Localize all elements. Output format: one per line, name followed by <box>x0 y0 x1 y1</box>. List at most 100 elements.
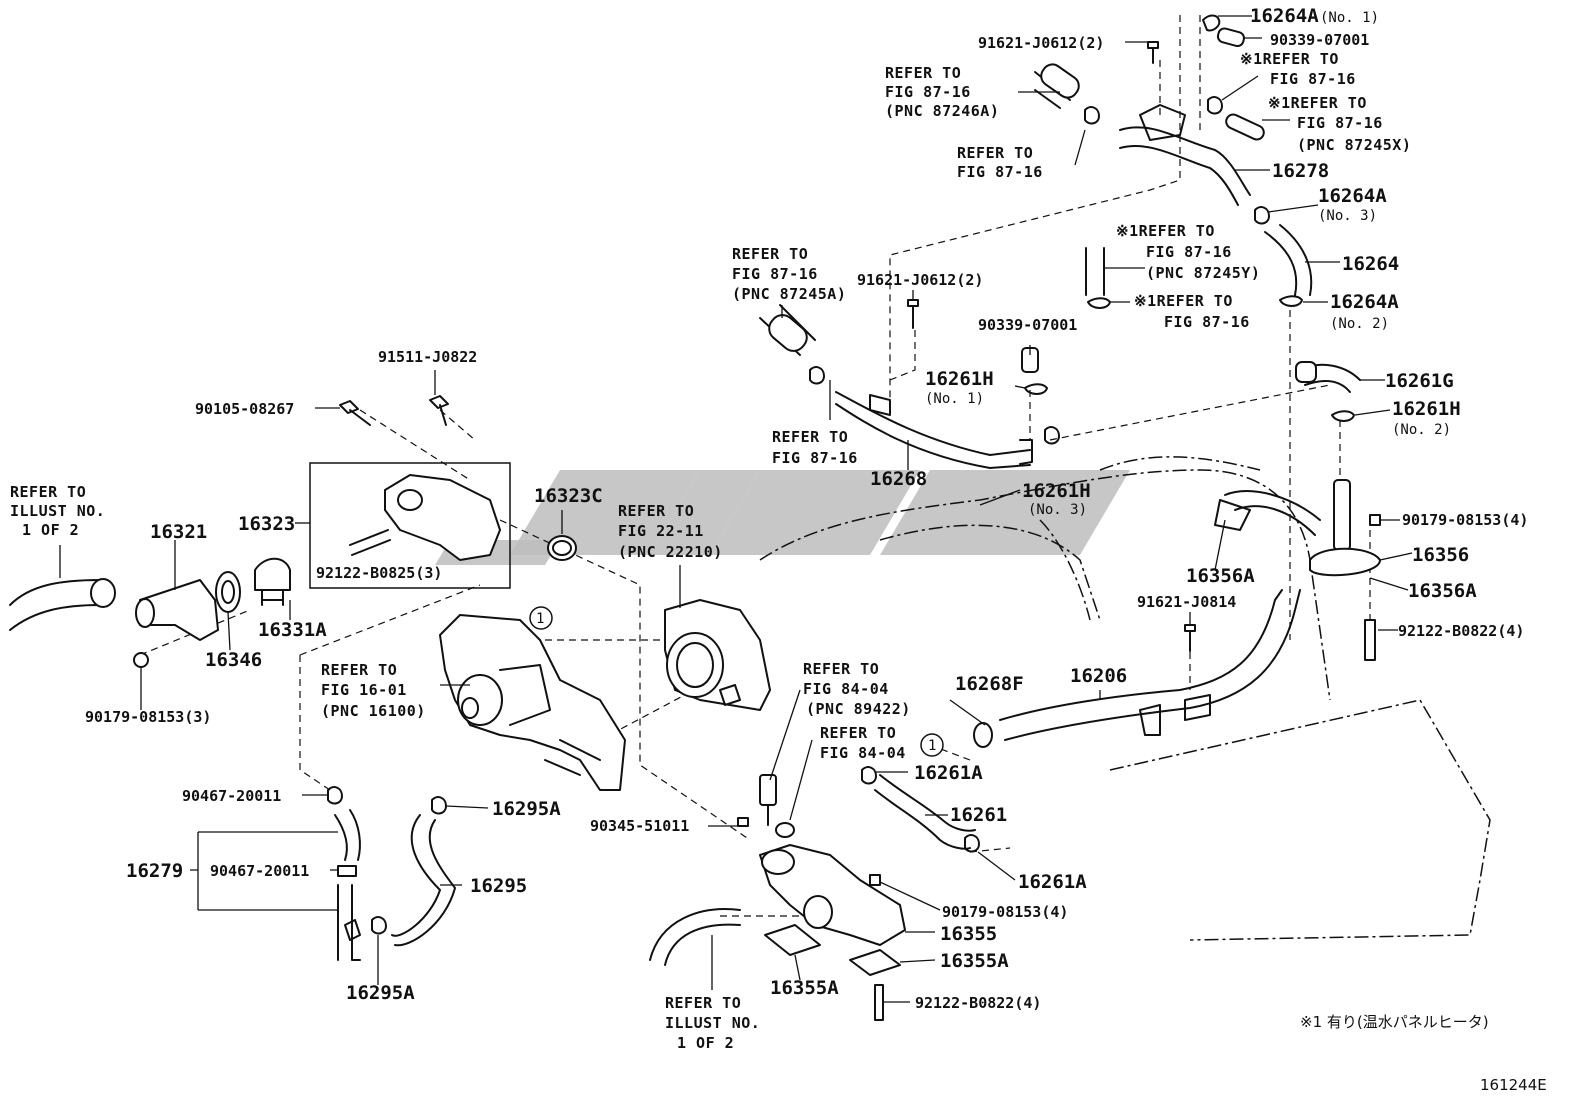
ref-x1-d-l2: FIG 87-16 <box>1164 313 1250 331</box>
ref-87245A-l1: REFER TO <box>732 245 808 263</box>
label-90345: 90345-51011 <box>590 817 689 835</box>
label-16264A-no1: 16264A <box>1250 5 1319 27</box>
ref-87246A-l3: (PNC 87246A) <box>885 102 999 120</box>
label-16355A-right: 16355A <box>940 950 1009 972</box>
ref-illust1-l1: REFER TO <box>10 483 86 501</box>
ref-1601-l1: REFER TO <box>321 661 397 679</box>
label-16355: 16355 <box>940 923 997 945</box>
label-92122-box: 92122-B0825(3) <box>316 564 442 582</box>
label-16331A: 16331A <box>258 619 327 641</box>
ref-illust2-l2: ILLUST NO. <box>665 1014 760 1032</box>
label-16295: 16295 <box>470 875 527 897</box>
label-16261H-no2-sub: (No. 2) <box>1392 422 1451 438</box>
ref-1601-l3: (PNC 16100) <box>321 702 426 720</box>
label-92122-bottom: 92122-B0822(4) <box>915 994 1041 1012</box>
ref-circle-1 <box>529 606 553 630</box>
pipe-16206 <box>973 589 1301 748</box>
ref-8404b-l1: REFER TO <box>820 724 896 742</box>
label-91621-mid: 91621-J0612(2) <box>857 271 983 289</box>
hoses-center <box>861 766 980 853</box>
label-16264A-no1-sub: (No. 1) <box>1320 10 1379 26</box>
label-16261H-no1: 16261H <box>925 368 994 390</box>
label-90179-bottom: 90179-08153(4) <box>942 903 1068 921</box>
parts-top <box>1021 14 1313 395</box>
ref-8716-a-l2: FIG 87-16 <box>957 163 1043 181</box>
parts-right <box>1184 361 1381 661</box>
part-labels: 16264A (No. 1) 90339-07001 91621-J0612(2… <box>10 5 1528 1052</box>
label-16264A-no3-sub: (No. 3) <box>1318 208 1377 224</box>
throttle-body <box>664 599 771 711</box>
ref-8404a-l2: FIG 84-04 <box>803 680 889 698</box>
label-16356A-upper: 16356A <box>1186 565 1255 587</box>
hoses-left <box>327 786 456 961</box>
label-16261G: 16261G <box>1385 370 1454 392</box>
ref-illust1-l2: ILLUST NO. <box>10 502 105 520</box>
label-16264A-no2-sub: (No. 2) <box>1330 316 1389 332</box>
water-pump <box>439 614 626 791</box>
leader-lines <box>59 15 1413 1003</box>
ref-illust2-l3: 1 OF 2 <box>677 1034 734 1052</box>
ref-x1-c-l2: FIG 87-16 <box>1146 243 1232 261</box>
label-16261H-no2: 16261H <box>1392 398 1461 420</box>
label-90179-left: 90179-08153(3) <box>85 708 211 726</box>
ref-1601-l2: FIG 16-01 <box>321 681 407 699</box>
label-16268: 16268 <box>870 468 927 490</box>
ref-8716-b-l1: REFER TO <box>772 428 848 446</box>
ref-8404a-l1: REFER TO <box>803 660 879 678</box>
label-90467-a: 90467-20011 <box>182 787 281 805</box>
label-16264A-no2: 16264A <box>1330 291 1399 313</box>
water-outlet <box>649 844 906 1021</box>
ref-x1-b-l3: (PNC 87245X) <box>1297 136 1411 154</box>
label-16323: 16323 <box>238 513 295 535</box>
ref-87246A-l2: FIG 87-16 <box>885 83 971 101</box>
label-16261H-no3-sub: (No. 3) <box>1028 502 1087 518</box>
label-16261A-a: 16261A <box>914 762 983 784</box>
label-16355A-left: 16355A <box>770 977 839 999</box>
label-16356: 16356 <box>1412 544 1469 566</box>
ref-x1-a-l2: FIG 87-16 <box>1270 70 1356 88</box>
footnote: ※1 有り(温水パネルヒータ) <box>1300 1013 1489 1031</box>
ref-x1-b-l2: FIG 87-16 <box>1297 114 1383 132</box>
label-16295A-b: 16295A <box>346 982 415 1004</box>
label-90339-top: 90339-07001 <box>1270 31 1369 49</box>
circle-1-label: 1 <box>536 611 544 627</box>
label-91621-top: 91621-J0612(2) <box>978 34 1104 52</box>
label-90339-mid: 90339-07001 <box>978 316 1077 334</box>
ref-2211-l1: REFER TO <box>618 502 694 520</box>
label-91621-right: 91621-J0814 <box>1137 593 1236 611</box>
label-16261: 16261 <box>950 804 1007 826</box>
ref-x1-a-l1: ※1REFER TO <box>1240 50 1339 68</box>
ref-87245A-l2: FIG 87-16 <box>732 265 818 283</box>
sensor-parts <box>737 774 795 838</box>
ref-8716-a-l1: REFER TO <box>957 144 1033 162</box>
ref-x1-c-l1: ※1REFER TO <box>1116 222 1215 240</box>
label-16264: 16264 <box>1342 253 1399 275</box>
ref-2211-l3: (PNC 22210) <box>618 543 723 561</box>
label-16261H-no3: 16261H <box>1022 480 1091 502</box>
ref-circle-2 <box>920 733 944 757</box>
label-16356A-lower: 16356A <box>1408 580 1477 602</box>
engine-outline <box>759 456 1491 941</box>
ref-x1-b-l1: ※1REFER TO <box>1268 94 1367 112</box>
ref-x1-c-l3: (PNC 87245Y) <box>1146 264 1260 282</box>
label-92122-right: 92122-B0822(4) <box>1398 622 1524 640</box>
label-16261A-b: 16261A <box>1018 871 1087 893</box>
thermostat-parts <box>9 395 577 668</box>
pipe-16268 <box>759 299 1060 469</box>
ref-x1-d-l1: ※1REFER TO <box>1134 292 1233 310</box>
assembly-lines <box>139 15 1371 917</box>
ref-87245A-l3: (PNC 87245A) <box>732 285 846 303</box>
label-91511: 91511-J0822 <box>378 348 477 366</box>
ref-2211-l2: FIG 22-11 <box>618 522 704 540</box>
label-16278: 16278 <box>1272 160 1329 182</box>
ref-8404a-l3: (PNC 89422) <box>806 700 911 718</box>
label-90179-right: 90179-08153(4) <box>1402 511 1528 529</box>
label-90467-b: 90467-20011 <box>210 862 309 880</box>
label-16206: 16206 <box>1070 665 1127 687</box>
label-16321: 16321 <box>150 521 207 543</box>
label-16261H-no1-sub: (No. 1) <box>925 391 984 407</box>
ref-8716-b-l2: FIG 87-16 <box>772 449 858 467</box>
label-90105: 90105-08267 <box>195 400 294 418</box>
label-16295A-a: 16295A <box>492 798 561 820</box>
